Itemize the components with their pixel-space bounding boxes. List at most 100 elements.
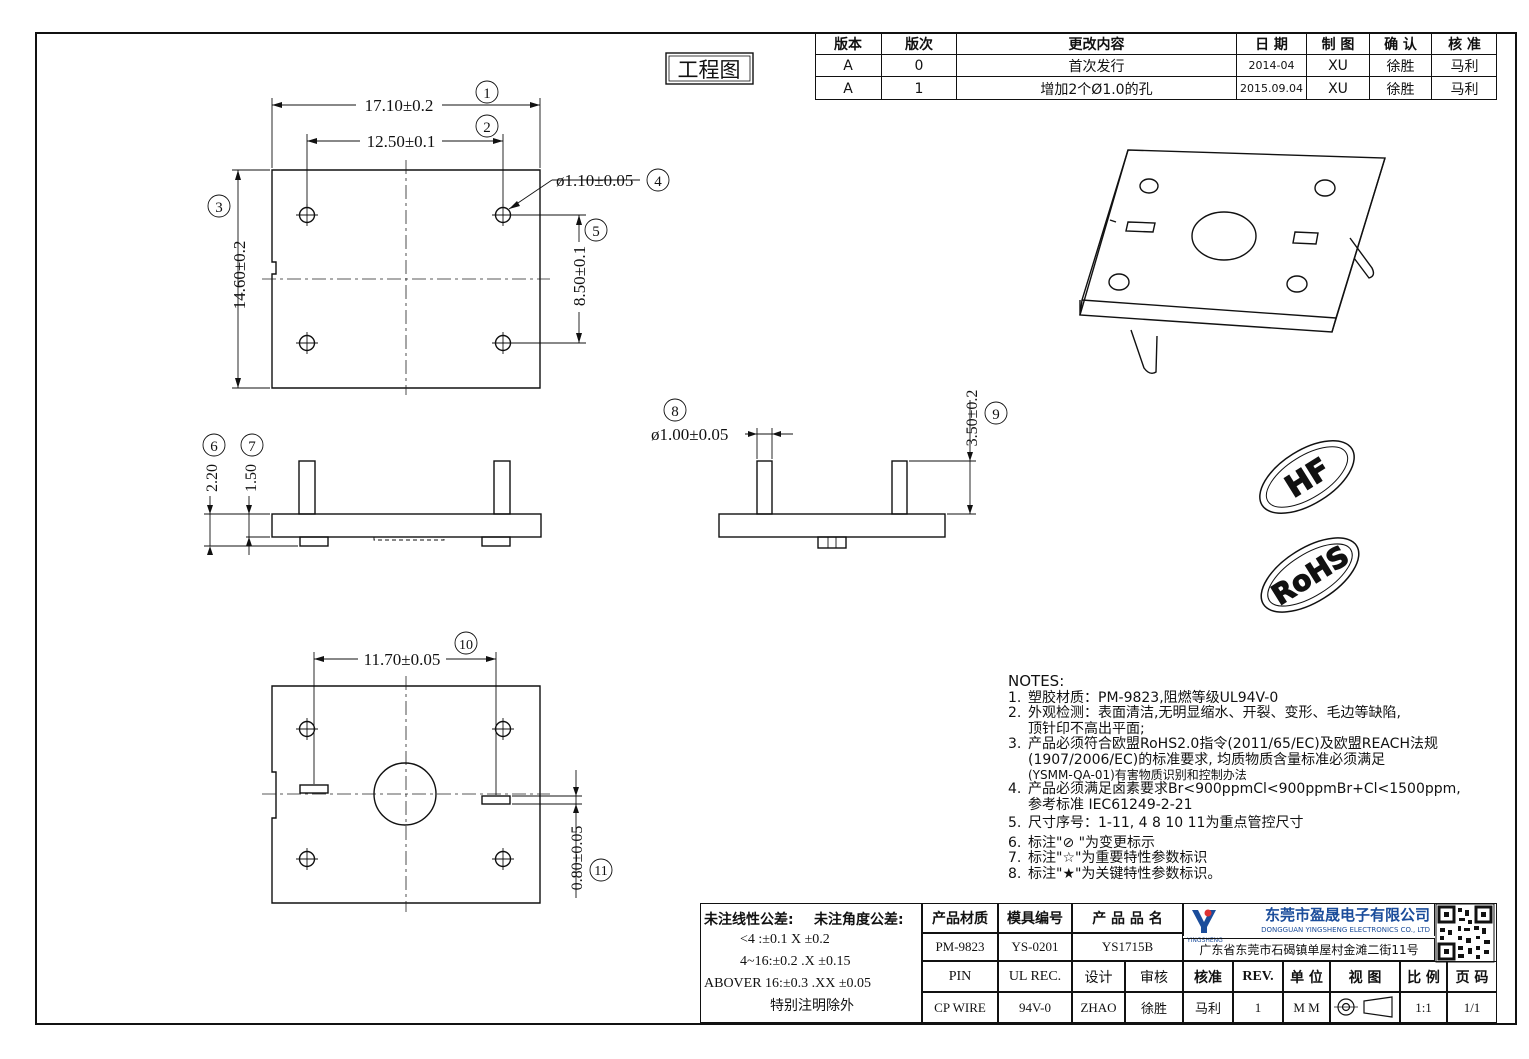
dim-10-label: 11.70±0.05 (364, 650, 441, 669)
note-item: 2.外观检测：表面清洁,无明显缩水、开裂、变形、毛边等缺陷, (1008, 705, 1468, 722)
title-block-label: 视 图 (1330, 961, 1400, 992)
rev-cell: 2015.09.04 (1237, 77, 1307, 100)
title-block-value: 1 (1233, 992, 1283, 1023)
qr-code-icon (1435, 903, 1495, 963)
title-block-value: M M (1283, 992, 1330, 1023)
notes-heading: NOTES: (1008, 672, 1065, 690)
dim-5-index: 5 (592, 224, 600, 240)
title-block-label: 审核 (1125, 961, 1183, 992)
note-number: 5. (1008, 815, 1022, 831)
rev-header-cell: 核 准 (1432, 33, 1497, 55)
top-view: 17.10±0.2 1 12.50±0.1 2 14.60±0.2 3 ø1.1… (207, 80, 670, 395)
title-block-label: UL REC. (998, 961, 1072, 992)
note-item: 1.塑胶材质：PM-9823,阻燃等级UL94V-0 (1008, 689, 1468, 707)
rev-cell: XU (1307, 55, 1370, 77)
dim-1-label: 17.10±0.2 (365, 96, 434, 115)
note-number: 8. (1008, 865, 1022, 882)
tolerance-angle-label: 未注角度公差: (814, 912, 904, 928)
tolerance-footer: 特别注明除外 (770, 998, 854, 1014)
side-view-middle: ø1.00±0.05 8 3.50±0.2 9 (651, 390, 1008, 549)
rev-cell: XU (1307, 77, 1370, 100)
projection-symbol-icon (1334, 996, 1393, 1018)
title-block-value: 马利 (1183, 992, 1233, 1023)
note-text: 产品必须符合欧盟RoHS2.0指令(2011/65/EC)及欧盟REACH法规 (1028, 736, 1438, 752)
rev-cell: 徐胜 (1370, 77, 1432, 100)
dim-7-index: 7 (248, 439, 256, 455)
dim-6-index: 6 (210, 439, 218, 455)
title-block-label: 比 例 (1400, 961, 1447, 992)
dim-11-label: 0.80±0.05 (569, 826, 586, 891)
note-number: 1. (1008, 689, 1022, 706)
slot (481, 795, 511, 805)
hf-stamp-text: HF (1279, 451, 1336, 505)
material-value: PM-9823 (922, 933, 998, 961)
tolerance-block (700, 903, 922, 1023)
dim-8-label: ø1.00±0.05 (651, 425, 728, 444)
title-block-value: 徐胜 (1125, 992, 1183, 1023)
dim-3-label: 14.60±0.2 (230, 241, 249, 310)
notes: NOTES: 1.塑胶材质：PM-9823,阻燃等级UL94V-0 2.外观检测… (1008, 672, 1468, 882)
dim-9-index: 9 (992, 407, 1000, 423)
rev-cell: 0 (882, 55, 957, 77)
note-number: 4. (1008, 781, 1022, 797)
company-name: 东莞市盈晟电子有限公司 (1183, 903, 1435, 925)
side-view-left: 2.20 1.50 6 7 (202, 433, 542, 555)
rev-cell: 马利 (1432, 55, 1497, 77)
note-text: (YSMM-QA-01)有害物质识别和控制办法 (1028, 768, 1247, 782)
tolerance-line: ABOVER 16:±0.3 .XX ±0.05 (704, 976, 872, 991)
tolerance-line: <4 :±0.1 X ±0.2 (740, 932, 830, 947)
rev-cell: 1 (882, 77, 957, 100)
dim-7-label: 1.50 (243, 464, 260, 492)
note-text: 参考标准 IEC61249-2-21 (1028, 796, 1193, 813)
tolerance-line: 4~16:±0.2 .X ±0.15 (740, 954, 851, 969)
title-stamp-text: 工程图 (678, 58, 741, 82)
note-item: 4. 产品必须满足卤素要求Br<900ppmCl<900ppmBr+Cl<1500… (1008, 781, 1468, 798)
title-block-value: CP WIRE (922, 992, 998, 1023)
dim-8-index: 8 (671, 404, 679, 420)
note-number: 3. (1008, 736, 1022, 752)
rev-cell: 徐胜 (1370, 55, 1432, 77)
title-block-value: 94V-0 (998, 992, 1072, 1023)
dim-9-label: 3.50±0.2 (964, 390, 981, 447)
note-text: 产品必须满足卤素要求Br<900ppmCl<900ppmBr+Cl<1500pp… (1028, 781, 1461, 797)
title-block-label: REV. (1233, 961, 1283, 992)
sheet-border (35, 32, 1517, 1025)
note-text: (1907/2006/EC)的标准要求, 均质物质含量标准必须满足 (1028, 751, 1386, 768)
title-block-value (1330, 992, 1400, 1023)
isometric-view (1079, 149, 1386, 375)
note-text: 标注"☆"为重要特性参数标识 (1028, 850, 1208, 866)
rev-header-cell: 版本 (815, 33, 882, 55)
company-logo-text: YINGSHENG (1186, 937, 1223, 944)
hf-stamp: HF (1259, 440, 1355, 514)
note-item: 7. 标注"☆"为重要特性参数标识 (1008, 850, 1468, 867)
rohs-stamp-text: RoHS (1266, 539, 1355, 612)
rev-cell: 首次发行 (957, 55, 1237, 77)
company-address: 广东省东莞市石碣镇单屋村金滩二街11号 (1183, 938, 1435, 961)
tolerance-linear-label: 未注线性公差: (704, 912, 794, 928)
rev-header-cell: 日 期 (1237, 33, 1307, 55)
title-block-label: 页 码 (1447, 961, 1497, 992)
note-text: 外观检测：表面清洁,无明显缩水、开裂、变形、毛边等缺陷, (1028, 705, 1401, 721)
note-number: 7. (1008, 850, 1022, 866)
title-block-value: ZHAO (1072, 992, 1125, 1023)
rev-cell: A (815, 55, 882, 77)
dim-6-label: 2.20 (204, 464, 221, 492)
rev-header-cell: 制 图 (1307, 33, 1370, 55)
dim-3-index: 3 (215, 200, 223, 216)
note-item: (1907/2006/EC)的标准要求, 均质物质含量标准必须满足 (1008, 751, 1468, 769)
rohs-stamp: RoHS (1260, 537, 1360, 613)
title-block-label: 核准 (1183, 961, 1233, 992)
note-item: 5.尺寸序号：1-11, 4 8 10 11为重点管控尺寸 (1008, 815, 1468, 832)
dim-4-label: ø1.10±0.05 (556, 171, 633, 190)
note-text: 顶针印不高出平面; (1028, 720, 1145, 737)
rev-cell: 2014-04 (1237, 55, 1307, 77)
note-text: 标注"⊘ "为变更标示 (1028, 834, 1156, 851)
title-block-label: 单 位 (1283, 961, 1330, 992)
note-number: 6. (1008, 834, 1022, 851)
company-name-en: DONGGUAN YINGSHENG ELECTRONICS CO., LTD (1183, 924, 1435, 936)
dim-4-index: 4 (654, 174, 662, 190)
dim-10-index: 10 (459, 638, 473, 653)
bottom-view: 11.70±0.05 10 0.80±0.05 11 (262, 631, 613, 912)
slot (299, 784, 329, 794)
title-block-label: 设计 (1072, 961, 1125, 992)
